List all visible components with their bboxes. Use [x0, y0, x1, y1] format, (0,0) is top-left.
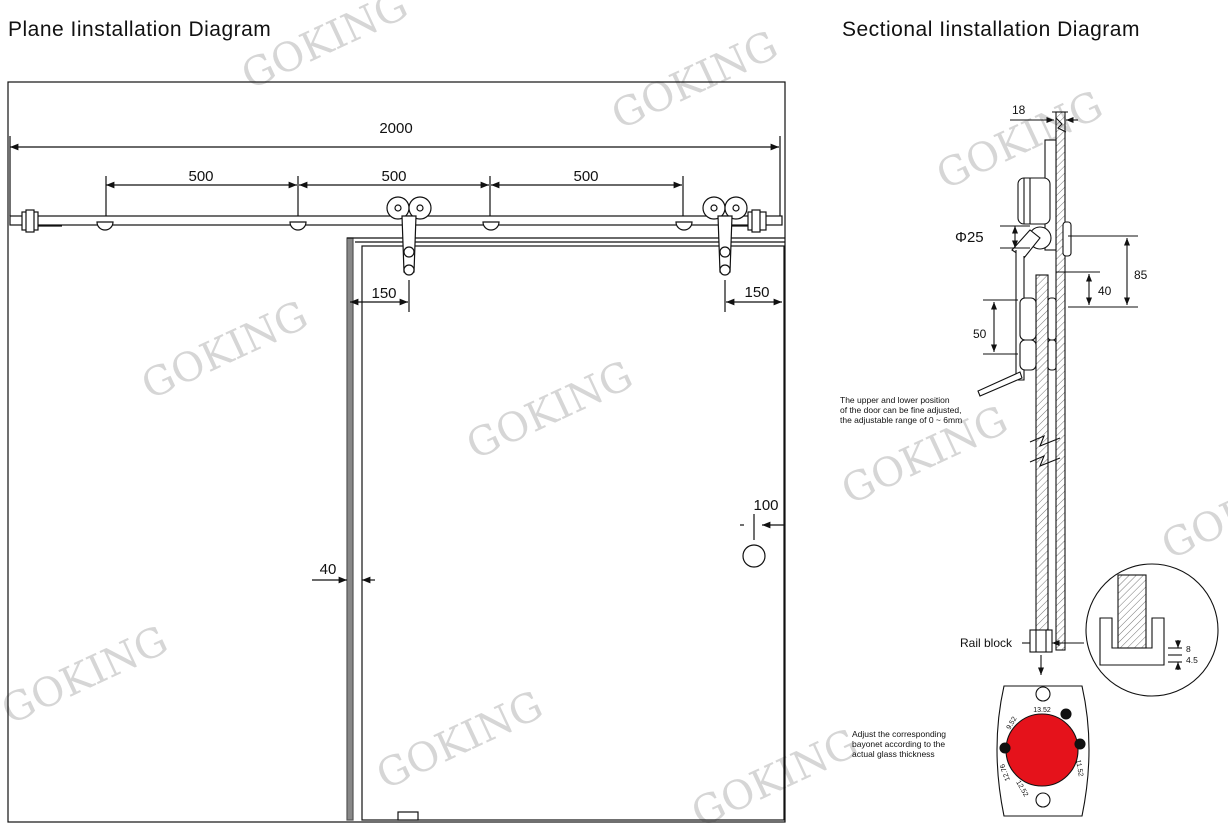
watermark: GOKING — [0, 617, 175, 734]
wall-frame — [7, 81, 786, 823]
bayonet-label: 13.52 — [1033, 707, 1051, 714]
watermark: GOKING — [235, 0, 415, 99]
section-wall — [1055, 111, 1066, 651]
dim-spacing-1: 500 — [188, 168, 213, 185]
watermark: GOKING — [370, 682, 550, 799]
door-handle — [742, 544, 766, 568]
rail-end-stop-right — [730, 209, 767, 233]
detail-glass — [1117, 574, 1147, 649]
detail-channel — [1099, 617, 1165, 666]
hanging-roller-right — [702, 196, 748, 276]
hanging-roller-left — [386, 196, 432, 276]
sectional-labels: 18 Φ25 85 40 50 The upper and lower posi… — [840, 103, 1198, 798]
watermark: GOKING — [685, 720, 865, 828]
dim-wheel-diameter: Φ25 — [955, 229, 984, 246]
rail-end-stop-left — [21, 209, 62, 233]
dim-spacing-3: 500 — [573, 168, 598, 185]
dim-50: 50 — [973, 327, 987, 341]
bayonet-note-line-1: Adjust the corresponding — [852, 729, 946, 739]
dim-total-width: 2000 — [379, 120, 412, 137]
glass-door — [361, 245, 785, 821]
floor-guide — [397, 811, 419, 821]
dim-right-offset: 150 — [744, 284, 769, 301]
adjust-note-line-1: The upper and lower position — [840, 395, 950, 405]
plane-dimension-labels: 2000 500 500 500 150 150 100 40 — [188, 120, 778, 578]
bayonet-dial — [1005, 713, 1079, 787]
wall-bracket — [96, 221, 114, 231]
bayonet-label: 11.52 — [1074, 759, 1084, 777]
section-wheel — [1017, 177, 1051, 225]
detail-dim-8: 8 — [1186, 644, 1191, 654]
sectional-diagram-title: Sectional Iinstallation Diagram — [842, 18, 1140, 41]
dim-left-offset: 150 — [371, 285, 396, 302]
adjust-note-line-3: the adjustable range of 0 ~ 6mm — [840, 415, 962, 425]
adjust-note-line-2: of the door can be fine adjusted, — [840, 405, 961, 415]
bayonet-note-line-3: actual glass thickness — [852, 749, 935, 759]
dim-40: 40 — [1098, 284, 1112, 298]
allen-key — [977, 371, 1023, 397]
dim-gap: 40 — [320, 561, 337, 578]
plane-diagram-title: Plane Iinstallation Diagram — [8, 18, 272, 41]
dim-top-gap: 18 — [1012, 103, 1026, 117]
sectional-diagram — [977, 111, 1219, 817]
dim-spacing-2: 500 — [381, 168, 406, 185]
dim-85: 85 — [1134, 268, 1148, 282]
watermark: GOKING — [135, 292, 315, 409]
rail-block-label: Rail block — [960, 636, 1013, 650]
wall-edge — [346, 237, 354, 821]
watermark: GOKING — [605, 22, 785, 139]
plane-diagram — [7, 81, 786, 823]
detail-dim-4-5: 4.5 — [1186, 655, 1198, 665]
wall-bracket — [289, 221, 307, 231]
watermark: GOKING — [1155, 452, 1228, 569]
wall-bracket — [675, 221, 693, 231]
watermark: GOKING — [460, 352, 640, 469]
dim-handle-offset: 100 — [753, 497, 778, 514]
section-rail-block — [1029, 629, 1053, 653]
bayonet-note-line-2: bayonet according to the — [852, 739, 945, 749]
wall-bracket — [482, 221, 500, 231]
